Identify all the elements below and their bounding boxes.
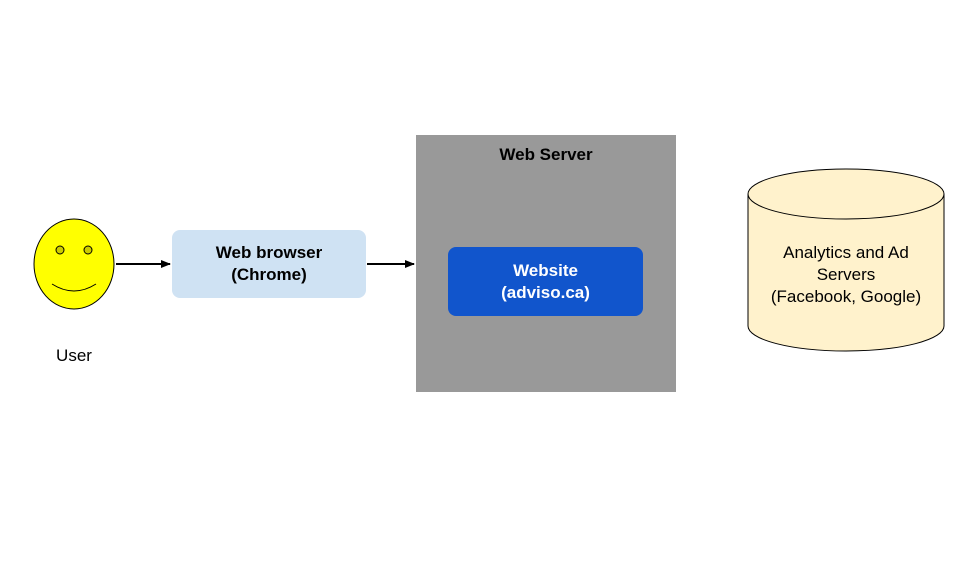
analytics-servers-label: Analytics and Ad Servers (Facebook, Goog… bbox=[748, 242, 944, 308]
cylinder-database-icon bbox=[747, 168, 945, 352]
website-subtitle: (adviso.ca) bbox=[501, 282, 590, 302]
left-eye bbox=[55, 245, 65, 255]
web-server-box: Web Server Website (adviso.ca) bbox=[416, 135, 676, 392]
website-box: Website (adviso.ca) bbox=[448, 247, 643, 316]
smile bbox=[51, 283, 97, 292]
right-eye bbox=[83, 245, 93, 255]
analytics-line-1: Analytics and Ad bbox=[783, 243, 909, 262]
web-browser-box: Web browser (Chrome) bbox=[172, 230, 366, 298]
analytics-line-3: (Facebook, Google) bbox=[770, 287, 922, 306]
cylinder-top bbox=[747, 168, 945, 220]
web-browser-subtitle: (Chrome) bbox=[231, 265, 307, 284]
website-title: Website bbox=[513, 260, 578, 280]
web-browser-title: Web browser bbox=[215, 243, 323, 262]
smiley-face-icon bbox=[33, 218, 115, 310]
user-label: User bbox=[56, 346, 92, 365]
cylinder-body bbox=[747, 194, 945, 352]
web-server-title: Web Server bbox=[499, 145, 593, 164]
face-circle bbox=[33, 218, 115, 310]
analytics-line-2: Servers bbox=[816, 265, 876, 284]
